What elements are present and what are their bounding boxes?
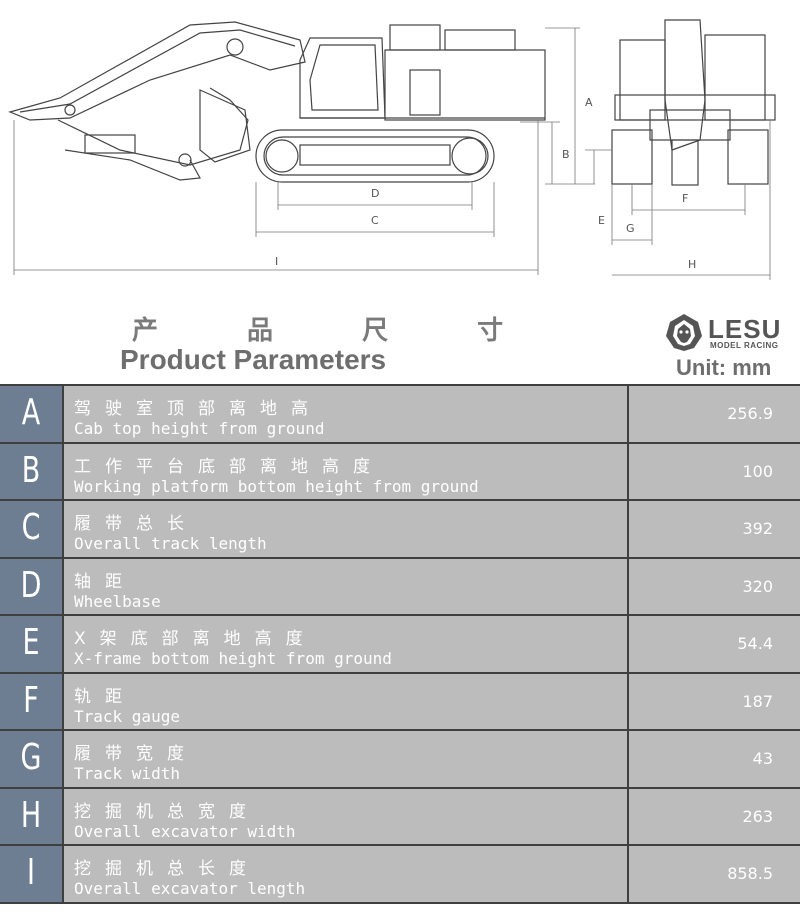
param-letter-cell: C xyxy=(0,501,64,557)
param-value: 54.4 xyxy=(737,634,773,653)
param-value: 100 xyxy=(742,461,773,481)
param-name-english: Track width xyxy=(74,764,180,783)
lion-head-icon xyxy=(666,314,702,351)
excavator-dimension-drawing: A B D C I E F G H xyxy=(8,19,776,280)
param-name-chinese: 工作平台底部离地高度 xyxy=(74,456,384,477)
dim-label-c: C xyxy=(371,214,379,227)
front-dimension-lines xyxy=(585,120,771,280)
param-value: 187 xyxy=(742,691,773,711)
param-letter: F xyxy=(23,679,39,721)
param-value: 256.9 xyxy=(727,404,773,423)
upper-structure-outline xyxy=(299,24,546,121)
param-name-english: Overall excavator width xyxy=(74,821,296,841)
param-value: 43 xyxy=(752,749,773,768)
param-value: 392 xyxy=(742,519,773,538)
param-name-chinese: 履带宽度 xyxy=(74,744,198,764)
brand-logo: LESU MODEL RACING xyxy=(664,312,790,352)
param-value: 858.5 xyxy=(727,864,773,883)
boom-arm-outline xyxy=(8,21,306,181)
dim-label-b: B xyxy=(562,148,570,161)
param-name-chinese: 轴距 xyxy=(74,571,136,592)
param-name-chinese: 挖掘机总宽度 xyxy=(74,801,260,822)
param-letter: C xyxy=(21,507,41,548)
dim-label-d: D xyxy=(371,187,379,200)
param-name-english: Wheelbase xyxy=(74,591,161,611)
side-dimension-lines xyxy=(13,27,595,275)
param-name-chinese: X架底部离地高度 xyxy=(74,629,317,649)
param-name-chinese: 挖掘机总长度 xyxy=(74,859,260,879)
param-name-english: Overall excavator length xyxy=(74,879,306,898)
param-letter: G xyxy=(20,737,42,778)
param-name-english: Working platform bottom height from grou… xyxy=(74,476,479,496)
dim-label-h: H xyxy=(688,258,696,271)
dim-label-a: A xyxy=(585,96,593,109)
front-view-outline xyxy=(611,19,776,186)
page-title: Product Parameters xyxy=(120,344,387,375)
param-letter-cell: E xyxy=(0,616,64,672)
param-letter: D xyxy=(20,564,42,606)
param-name-english: Overall track length xyxy=(74,534,267,553)
track-outline xyxy=(255,129,495,183)
param-letter-cell: I xyxy=(0,846,64,902)
param-letter-cell: H xyxy=(0,788,64,844)
brand-name: LESU xyxy=(708,314,782,344)
param-letter: I xyxy=(27,852,35,893)
param-letter: A xyxy=(21,392,41,433)
brand-subtitle: MODEL RACING xyxy=(710,341,779,350)
param-letter: H xyxy=(20,794,42,836)
param-letter-cell: A xyxy=(0,386,64,442)
param-letter-cell: G xyxy=(0,731,64,787)
param-letter-cell: F xyxy=(0,673,64,729)
param-name-chinese: 轨距 xyxy=(74,686,136,707)
param-name-english: X-frame bottom height from ground xyxy=(74,649,392,668)
param-letter-cell: D xyxy=(0,558,64,614)
title-chinese: 产 品 尺 寸 xyxy=(132,316,544,346)
param-value: 320 xyxy=(742,576,773,596)
param-letter: E xyxy=(22,622,40,663)
param-letter-cell: B xyxy=(0,443,64,499)
dim-label-i: I xyxy=(275,255,278,268)
param-letter: B xyxy=(21,449,41,491)
param-name-chinese: 驾驶室顶部离地高 xyxy=(74,399,322,419)
param-name-english: Track gauge xyxy=(74,706,180,726)
param-value: 263 xyxy=(742,806,773,826)
dim-label-g: G xyxy=(626,222,635,235)
dim-label-f: F xyxy=(682,192,688,205)
dim-label-e: E xyxy=(598,214,605,227)
unit-label: Unit: mm xyxy=(676,355,772,380)
param-name-chinese: 履带总长 xyxy=(74,514,198,534)
param-name-english: Cab top height from ground xyxy=(74,419,325,438)
